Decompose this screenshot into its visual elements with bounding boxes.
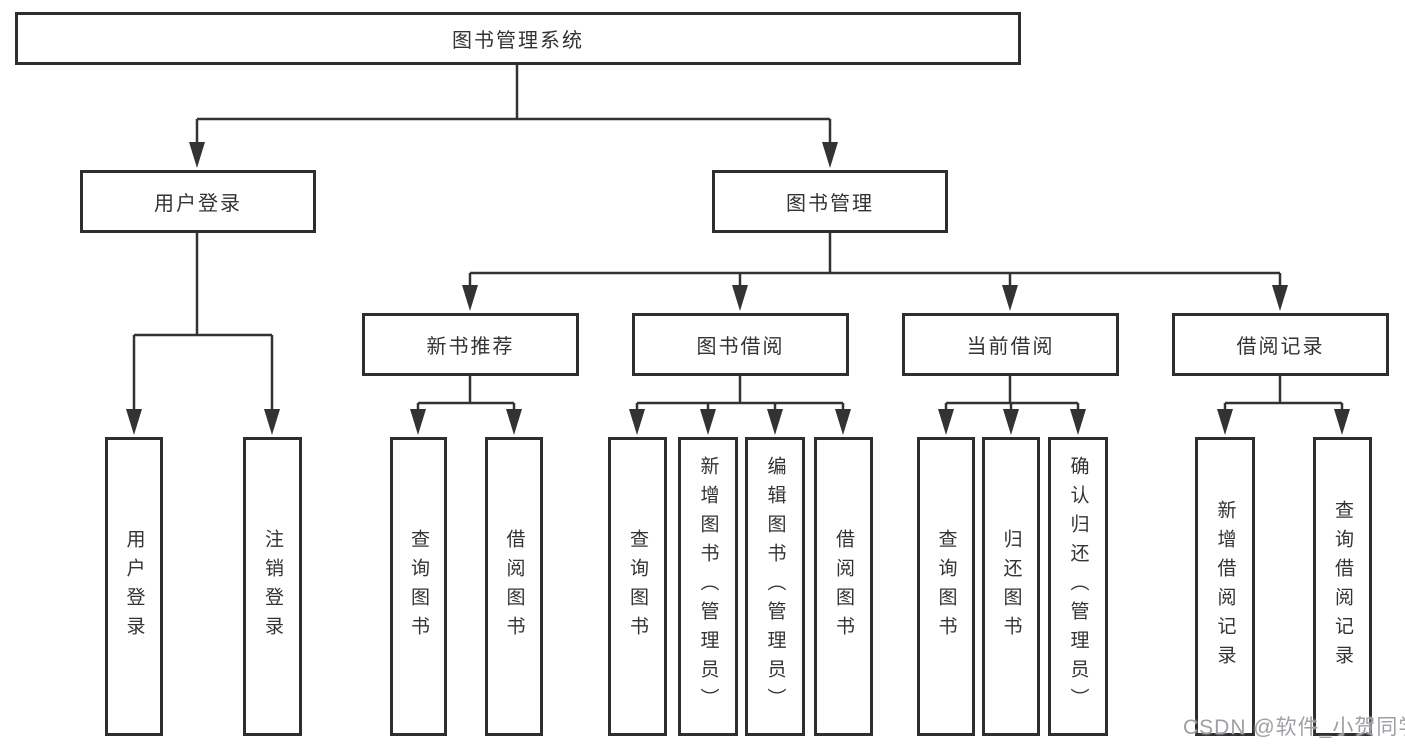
node-current-borrow: 当前借阅 xyxy=(902,313,1119,376)
node-book-borrow: 图书借阅 xyxy=(632,313,849,376)
connector-arrowheads xyxy=(126,142,1350,435)
leaf-add-books-admin-label: 新增图书（管理员） xyxy=(697,456,719,717)
node-root: 图书管理系统 xyxy=(15,12,1021,65)
leaf-user-login-label: 用户登录 xyxy=(123,528,145,645)
leaf-query-books-current-label: 查询图书 xyxy=(935,528,957,645)
leaf-confirm-return-admin: 确认归还（管理员） xyxy=(1048,437,1108,736)
leaf-user-login: 用户登录 xyxy=(105,437,163,736)
leaf-add-books-admin: 新增图书（管理员） xyxy=(678,437,738,736)
leaf-borrow-books-recommend-label: 借阅图书 xyxy=(503,528,525,645)
node-book-borrow-label: 图书借阅 xyxy=(696,336,785,358)
leaf-borrow-books-recommend: 借阅图书 xyxy=(485,437,543,736)
leaf-query-books-current: 查询图书 xyxy=(917,437,975,736)
node-borrow-records: 借阅记录 xyxy=(1172,313,1389,376)
leaf-borrow-books: 借阅图书 xyxy=(814,437,873,736)
node-root-label: 图书管理系统 xyxy=(452,30,584,52)
leaf-edit-books-admin: 编辑图书（管理员） xyxy=(745,437,805,736)
leaf-query-books-recommend: 查询图书 xyxy=(390,437,447,736)
leaf-borrow-books-label: 借阅图书 xyxy=(833,528,854,645)
node-new-book-recommend: 新书推荐 xyxy=(362,313,579,376)
leaf-logout: 注销登录 xyxy=(243,437,302,736)
leaf-logout-label: 注销登录 xyxy=(262,528,283,645)
node-book-management-label: 图书管理 xyxy=(786,193,874,215)
node-borrow-records-label: 借阅记录 xyxy=(1236,336,1325,358)
node-current-borrow-label: 当前借阅 xyxy=(966,336,1055,358)
node-book-management: 图书管理 xyxy=(712,170,948,233)
leaf-edit-books-admin-label: 编辑图书（管理员） xyxy=(764,456,786,717)
leaf-query-books-borrow: 查询图书 xyxy=(608,437,667,736)
csdn-watermark: CSDN @软件_小贺同学 xyxy=(1183,716,1405,739)
leaf-add-borrow-record-label: 新增借阅记录 xyxy=(1214,499,1236,674)
leaf-return-books: 归还图书 xyxy=(982,437,1040,736)
leaf-return-books-label: 归还图书 xyxy=(1000,528,1022,645)
leaf-query-borrow-record: 查询借阅记录 xyxy=(1313,437,1372,736)
leaf-query-borrow-record-label: 查询借阅记录 xyxy=(1332,499,1353,674)
leaf-query-books-borrow-label: 查询图书 xyxy=(627,528,648,645)
node-user-login: 用户登录 xyxy=(80,170,316,233)
node-new-book-recommend-label: 新书推荐 xyxy=(426,336,515,358)
leaf-confirm-return-admin-label: 确认归还（管理员） xyxy=(1067,456,1089,717)
leaf-query-books-recommend-label: 查询图书 xyxy=(408,528,429,645)
node-user-login-label: 用户登录 xyxy=(154,193,242,215)
leaf-add-borrow-record: 新增借阅记录 xyxy=(1195,437,1255,736)
